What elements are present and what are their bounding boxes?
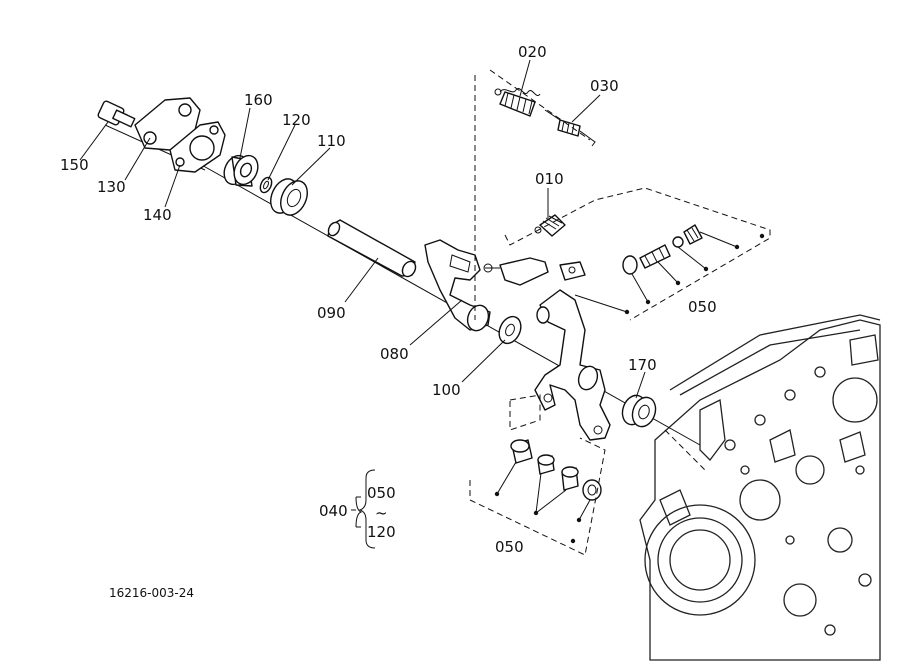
label-010: 010 xyxy=(535,170,564,188)
part-130-cover-plate xyxy=(134,97,201,151)
dashed-frame-upper-050 xyxy=(504,187,771,321)
dashed-frame-lower-050 xyxy=(469,437,606,556)
label-140: 140 xyxy=(143,206,172,224)
engine-block xyxy=(639,314,881,661)
label-100: 100 xyxy=(432,381,461,399)
part-080-lever xyxy=(424,239,491,332)
part-020-spring xyxy=(494,88,541,117)
diagram-id: 16216-003-24 xyxy=(109,586,194,600)
label-160: 160 xyxy=(244,91,273,109)
part-050-upper-set xyxy=(622,224,703,275)
leader-lines xyxy=(79,59,738,521)
part-090-shaft xyxy=(327,219,417,278)
label-130: 130 xyxy=(97,178,126,196)
label-110: 110 xyxy=(317,132,346,150)
label-080: 080 xyxy=(380,345,409,363)
part-120-snap-ring xyxy=(259,176,273,194)
label-050-upper: 050 xyxy=(688,298,717,316)
part-160-bushing xyxy=(223,154,259,187)
part-small-bracket xyxy=(483,257,586,286)
part-010-spring xyxy=(534,214,566,237)
part-150-bolt xyxy=(97,100,136,128)
dashed-guide-170 xyxy=(664,429,706,471)
range-assembly: 040 xyxy=(319,502,348,520)
dashed-guide-spring xyxy=(489,69,591,141)
part-labels: 020 030 010 160 120 110 150 130 140 090 … xyxy=(60,43,717,556)
label-020: 020 xyxy=(518,43,547,61)
label-050-lower: 050 xyxy=(495,538,524,556)
part-100-washer xyxy=(498,315,522,345)
label-170: 170 xyxy=(628,356,657,374)
range-tilde: ~ xyxy=(375,504,388,522)
part-050-lower-set xyxy=(510,439,602,501)
range-brace xyxy=(358,469,376,549)
assembly-axis-line xyxy=(174,149,701,446)
label-120: 120 xyxy=(282,111,311,129)
range-brace-left xyxy=(351,496,363,528)
part-170-bearing xyxy=(621,394,657,428)
dashed-frame-lower-fork xyxy=(509,394,541,431)
range-from: 050 xyxy=(367,484,396,502)
label-090: 090 xyxy=(317,304,346,322)
label-030: 030 xyxy=(590,77,619,95)
range-to: 120 xyxy=(367,523,396,541)
label-150: 150 xyxy=(60,156,89,174)
range-note: 040 050 ~ 120 xyxy=(319,469,396,549)
part-110-bearing xyxy=(270,178,308,216)
part-fork-lever xyxy=(534,289,611,441)
part-030-spring xyxy=(544,109,596,147)
